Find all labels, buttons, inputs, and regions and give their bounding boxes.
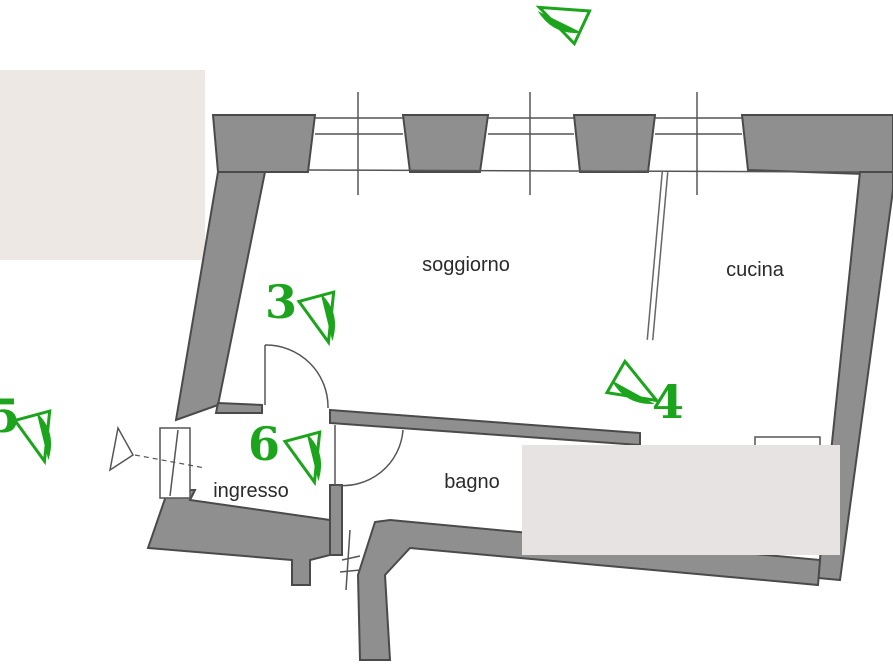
blurred-area-right bbox=[522, 445, 840, 555]
door-swing-bathroom bbox=[334, 429, 404, 487]
camera-view-icon bbox=[535, 5, 592, 47]
svg-text:5: 5 bbox=[0, 389, 20, 443]
camera-view-icon bbox=[12, 409, 52, 466]
bathroom-left-wall bbox=[329, 484, 343, 556]
svg-text:6: 6 bbox=[248, 417, 280, 471]
photo-marker-6: 6 bbox=[248, 417, 322, 487]
photo-marker-3: 3 bbox=[265, 275, 336, 347]
left-lower-wall bbox=[146, 489, 331, 586]
blurred-area-left bbox=[0, 70, 205, 260]
photo-marker-4: 4 bbox=[604, 358, 684, 429]
door-swing-living bbox=[264, 344, 329, 409]
svg-text:3: 3 bbox=[265, 275, 297, 329]
camera-view-icon bbox=[282, 430, 322, 487]
entrance-door bbox=[108, 425, 206, 499]
camera-view-icon bbox=[604, 358, 661, 404]
room-label-entrance: ingresso bbox=[213, 480, 289, 502]
room-label-kitchen: cucina bbox=[726, 259, 785, 281]
room-label-bathroom: bagno bbox=[444, 471, 500, 493]
entrance-wall-top bbox=[214, 401, 263, 414]
camera-view-icon bbox=[296, 290, 336, 347]
top-wall bbox=[211, 92, 893, 195]
room-label-living: soggiorno bbox=[422, 254, 510, 276]
photo-marker-5-partial: 5 bbox=[0, 389, 52, 466]
interior-wall-horizontal bbox=[329, 408, 641, 447]
